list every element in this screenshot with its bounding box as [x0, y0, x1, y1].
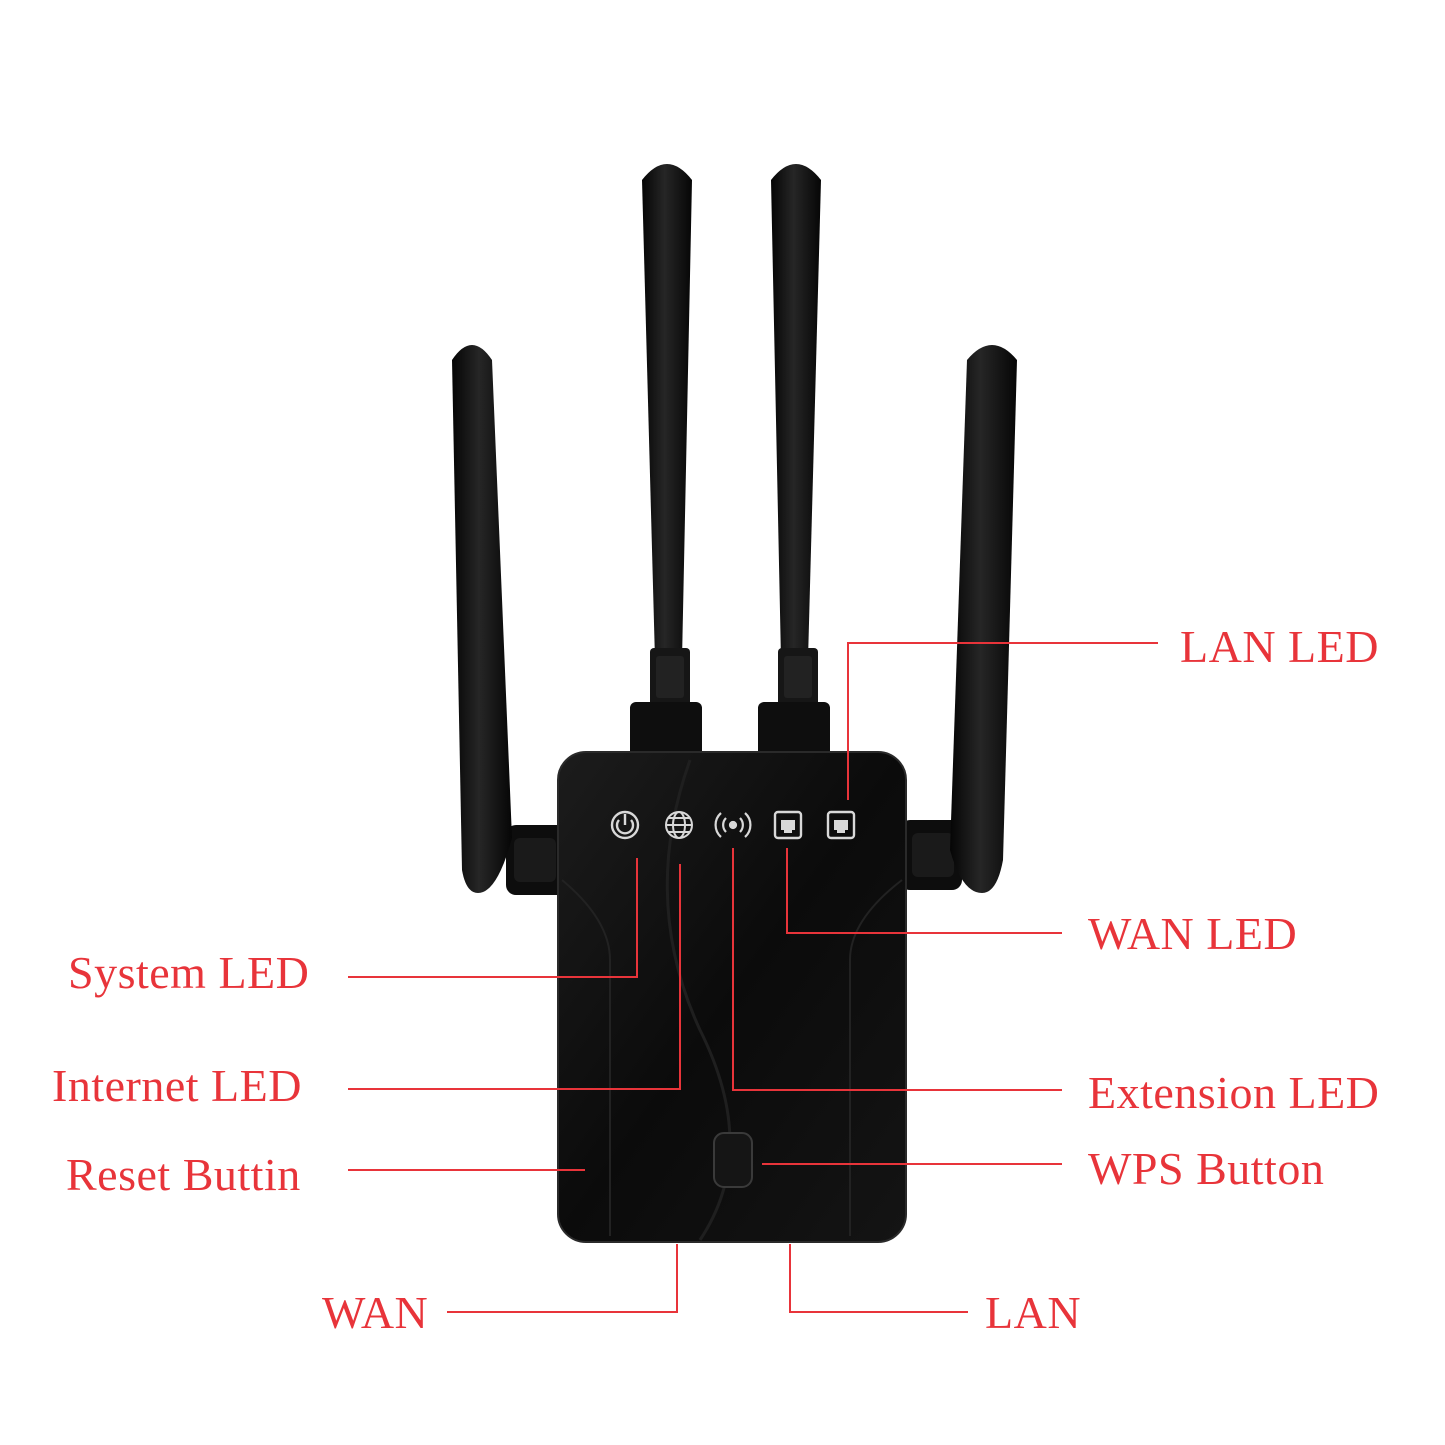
ethernet-port-icon — [773, 810, 803, 840]
callout-line-lan-port — [789, 1244, 968, 1313]
callout-line-lan-led — [847, 642, 1158, 800]
extension-led-label: Extension LED — [1088, 1067, 1380, 1118]
side-antenna-mount-right — [900, 820, 962, 890]
antenna-joint-left — [630, 648, 702, 758]
antenna-joint-right — [758, 648, 830, 758]
wan-port-label: WAN — [322, 1287, 429, 1338]
wan-led-label: WAN LED — [1088, 908, 1298, 959]
ethernet-port-icon — [826, 810, 856, 840]
power-icon — [610, 810, 640, 840]
wps-button-label: WPS Button — [1088, 1143, 1325, 1194]
antenna-right — [950, 345, 1017, 893]
wps-button[interactable] — [713, 1132, 753, 1188]
callout-line-internet-led — [348, 864, 681, 1090]
internet-led-label: Internet LED — [52, 1060, 302, 1111]
antenna-left — [452, 345, 512, 893]
system-led-label: System LED — [68, 947, 310, 998]
globe-icon — [665, 811, 693, 839]
reset-button-label: Reset Buttin — [66, 1149, 301, 1200]
antenna-center-left — [642, 164, 692, 660]
wireless-signal-icon — [714, 812, 752, 838]
callout-line-wan-led — [786, 848, 1062, 934]
side-antenna-mount-left — [506, 825, 568, 895]
callout-line-wan-port — [447, 1244, 678, 1313]
callout-line-system-led — [348, 858, 638, 978]
lan-port-label: LAN — [985, 1287, 1082, 1338]
antenna-center-right — [771, 164, 821, 660]
lan-led-label: LAN LED — [1180, 621, 1379, 672]
callout-line-extension-led — [732, 848, 1062, 1091]
